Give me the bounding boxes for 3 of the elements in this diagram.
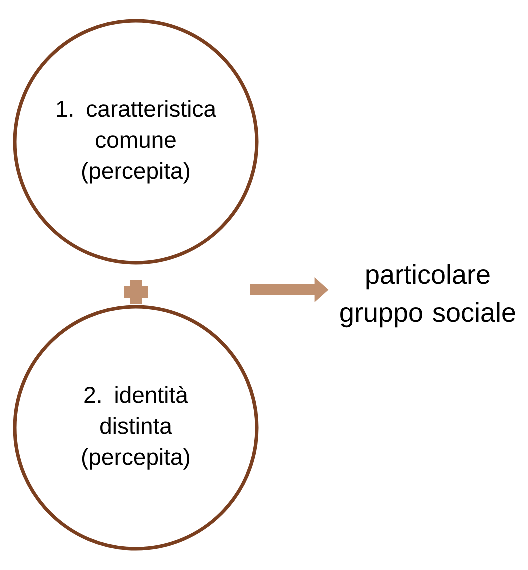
- circle-node: 1. caratteristica comune (percepita): [13, 19, 259, 265]
- result-text: particolare gruppo sociale: [340, 264, 516, 328]
- circle-node: 2. identità distinta (percepita): [13, 305, 259, 551]
